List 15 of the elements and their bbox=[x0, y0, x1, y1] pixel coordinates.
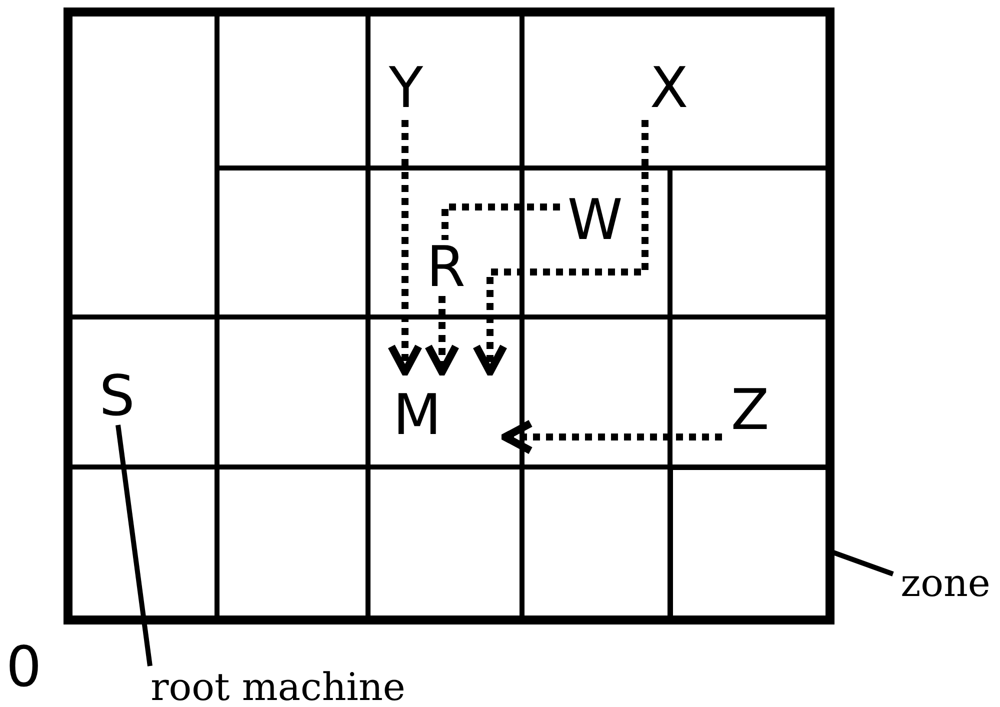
machine-letter: M bbox=[385, 372, 505, 460]
machine-letter: S bbox=[95, 368, 139, 425]
leader-line bbox=[116, 424, 152, 666]
callout-text: zone bbox=[893, 562, 998, 604]
dotted-arrow bbox=[424, 296, 460, 376]
callout-text: root machine bbox=[128, 666, 428, 707]
dotted-arrow bbox=[472, 120, 648, 376]
machine-letter: W bbox=[560, 190, 630, 252]
dotted-arrow bbox=[388, 120, 422, 376]
dotted-arrow bbox=[501, 420, 722, 454]
machine-letter: Y bbox=[383, 58, 429, 120]
origin-label: 0 bbox=[6, 640, 42, 696]
machine-letter: Z bbox=[722, 380, 778, 442]
machine-letter: R bbox=[422, 240, 470, 296]
machine-letter: X bbox=[642, 58, 696, 120]
